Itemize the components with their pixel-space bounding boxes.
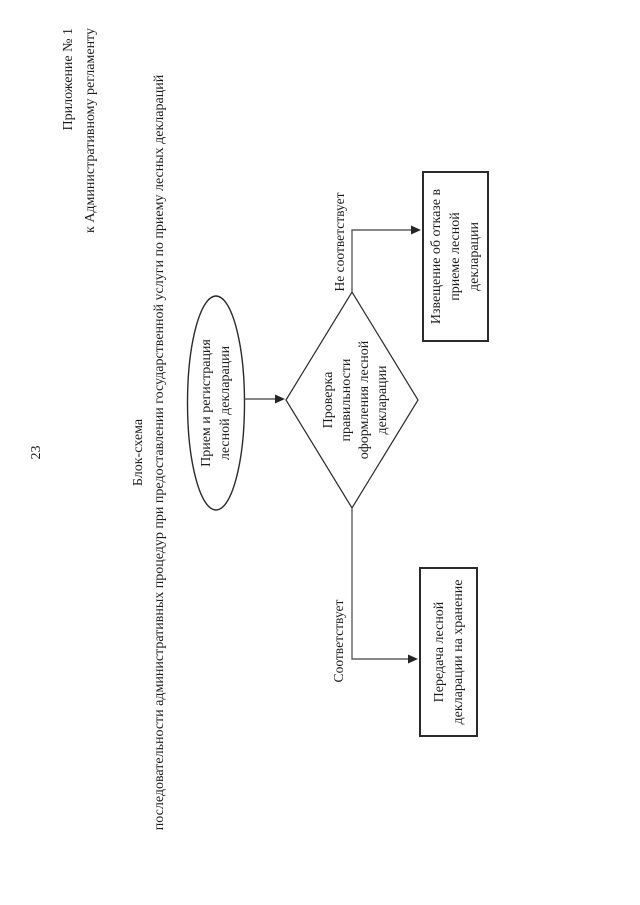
no-box-line2: приеме лесной [448,212,463,301]
flowchart-no-box: Извещение об отказе в приеме лесной декл… [422,171,489,342]
no-box-line3: декларации [467,221,482,292]
decision-node-line2: правильности [339,358,354,442]
arrowhead-no-box [411,225,421,235]
yes-box-line2: декларации на хранение [450,579,466,725]
yes-box-line1: Передача лесной [431,601,447,703]
connector-decision-to-no-box [351,229,414,292]
start-ellipse-shape [186,295,246,511]
arrowhead-yes-box [408,654,418,664]
decision-diamond-shape [285,290,419,510]
decision-node-line3: оформления лесной [357,340,372,460]
decision-node-line1: Проверка [321,371,336,429]
start-node-line1: Прием и регистрация [199,339,214,467]
flowchart-start-node: Прием и регистрация лесной декларации [197,296,235,510]
decision-node-line4: декларации [375,365,390,435]
flowchart-yes-box: Передача лесной декларации на хранение [419,567,478,737]
flowchart-decision-node: Проверка правильности оформления лесной … [320,300,392,500]
branch-label-no: Не соответствует [332,192,347,292]
arrowhead-start-to-decision [275,394,285,404]
no-box-line1: Извещение об отказе в [429,188,444,325]
start-node-line2: лесной декларации [218,345,233,461]
branch-label-yes: Соответствует [331,599,346,683]
connector-decision-to-yes-box [351,508,411,660]
